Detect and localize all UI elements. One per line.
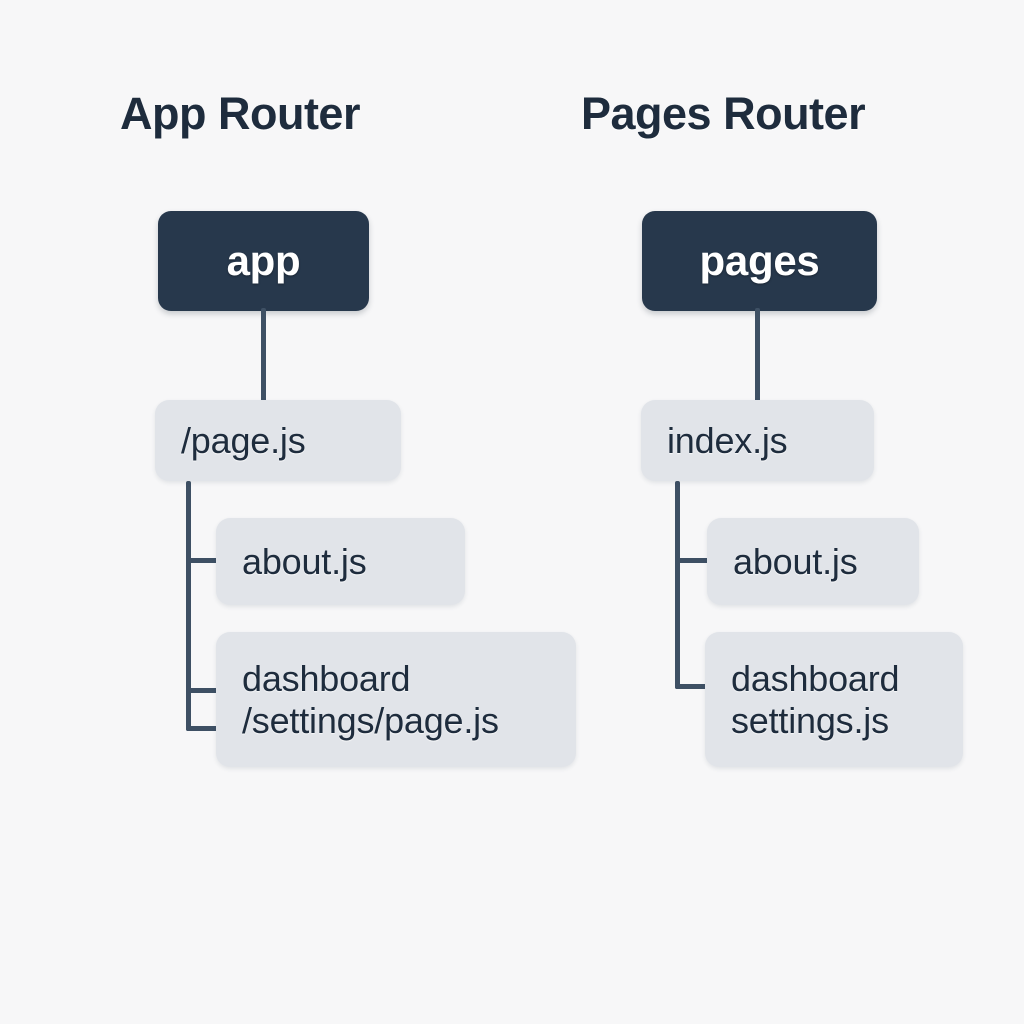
connector-app-root-stem [261, 308, 266, 403]
node-app-root-label: app [226, 237, 301, 284]
node-pages-root-label: pages [699, 237, 820, 284]
connector-app-branch-dashboard-upper [186, 688, 220, 693]
connector-app-branch-dashboard-lower [186, 726, 220, 731]
node-app-about-js-line-1: about.js [242, 540, 367, 582]
column-title-app-router: App Router [120, 88, 360, 139]
connector-pages-branch-dashboard [675, 684, 711, 689]
node-pages-about-js-line-1: about.js [733, 540, 858, 582]
connector-pages-trunk [675, 481, 680, 689]
node-app-about-js[interactable]: about.js [216, 518, 465, 605]
column-title-pages-router: Pages Router [581, 88, 866, 139]
node-app-dashboard-settings-page-js[interactable]: dashboard /settings/page.js [216, 632, 576, 767]
node-app-page-js-line-1: /page.js [181, 419, 306, 461]
node-app-root[interactable]: app [158, 211, 369, 311]
node-app-page-js[interactable]: /page.js [155, 400, 401, 481]
connector-pages-root-stem [755, 308, 760, 403]
connector-app-branch-about [186, 558, 220, 563]
node-pages-root[interactable]: pages [642, 211, 877, 311]
node-pages-dashboard-line-1: dashboard [731, 657, 900, 699]
node-pages-dashboard-line-2: settings.js [731, 699, 889, 741]
node-pages-index-js-line-1: index.js [667, 419, 788, 461]
node-app-dashboard-line-2: /settings/page.js [242, 699, 499, 741]
connector-app-trunk [186, 481, 191, 731]
connector-pages-branch-about [675, 558, 711, 563]
node-pages-dashboard-settings-js[interactable]: dashboard settings.js [705, 632, 963, 767]
node-app-dashboard-line-1: dashboard [242, 657, 411, 699]
node-pages-index-js[interactable]: index.js [641, 400, 874, 481]
node-pages-about-js[interactable]: about.js [707, 518, 919, 605]
